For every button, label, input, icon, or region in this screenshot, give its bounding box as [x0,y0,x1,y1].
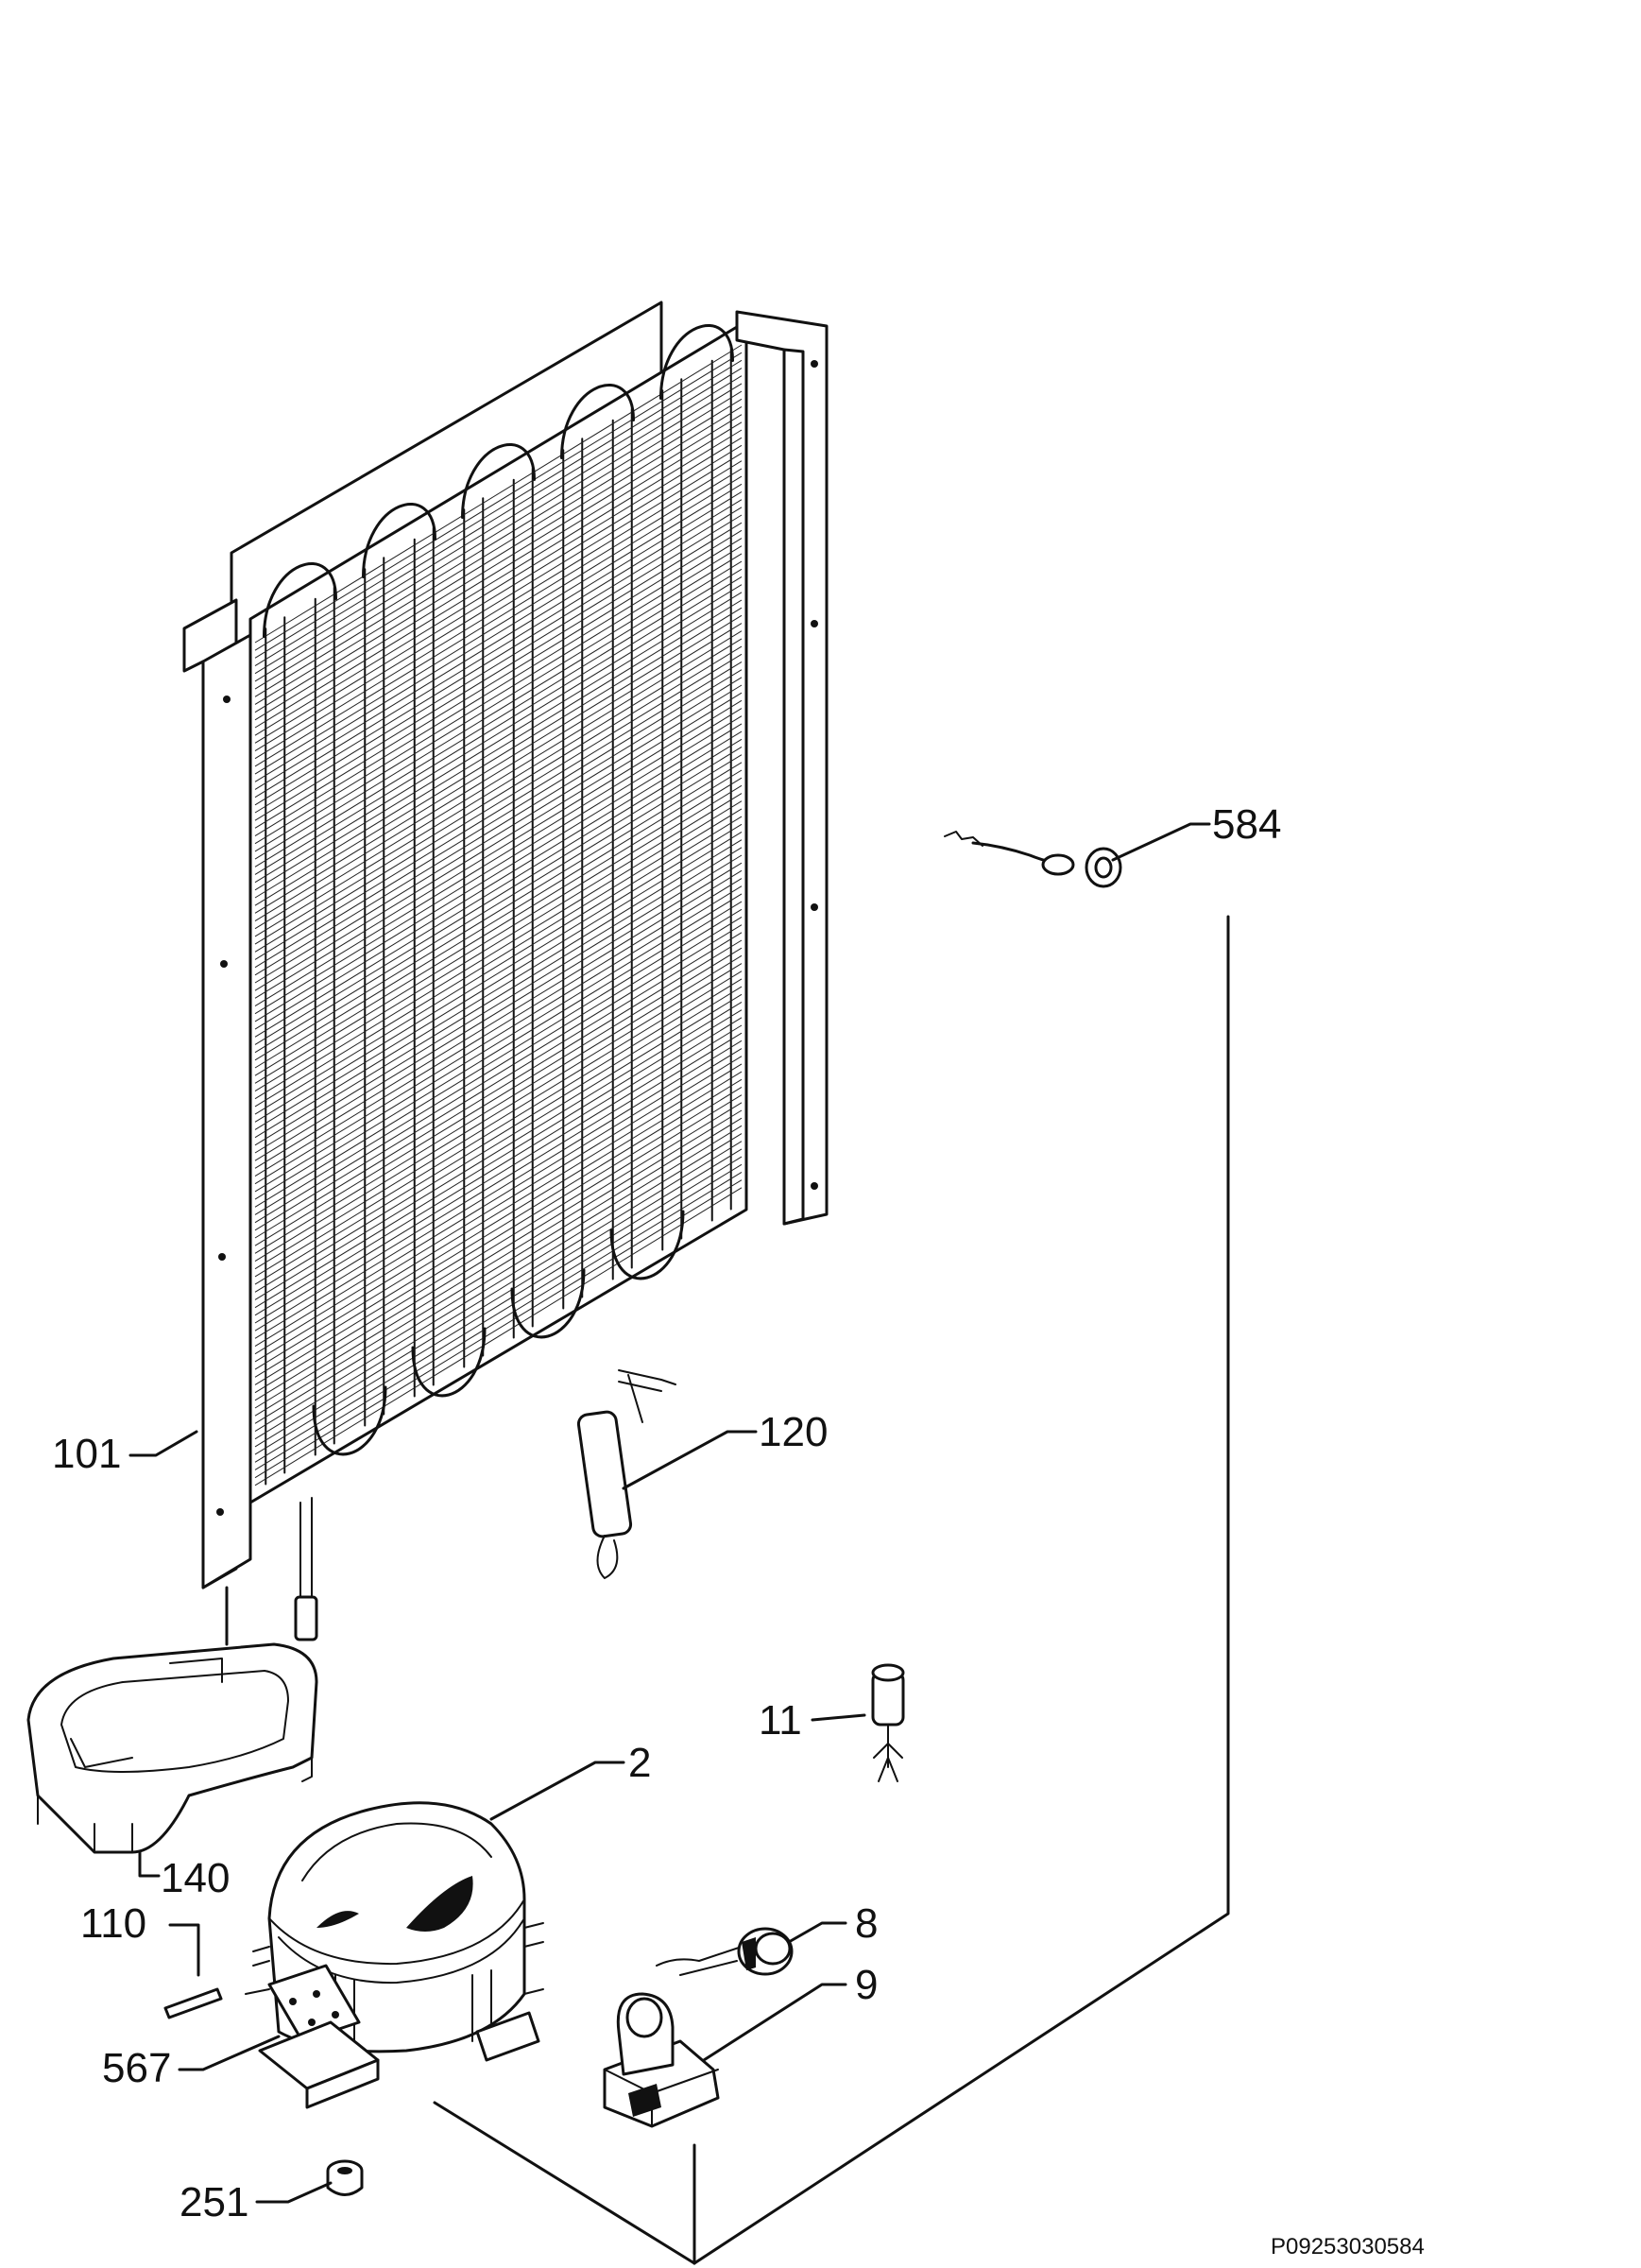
callout-11: 11 [759,1697,866,1744]
callout-140: 140 [138,1850,230,1901]
callout-8: 8 [787,1900,878,1947]
part-9-starter [603,1992,720,2128]
callout-label-120: 120 [759,1409,828,1455]
drawing-code: P09253030584 [1271,2234,1425,2259]
callout-120: 120 [622,1409,828,1490]
callout-251: 251 [179,2179,333,2225]
part-251-grommet [326,2159,364,2196]
part-110-pin [163,1987,223,2019]
assembly-frame-lines [433,915,1230,2265]
callout-9: 9 [702,1962,878,2062]
callout-label-584: 584 [1212,801,1281,848]
part-120-drier [576,1369,676,1579]
callout-label-11: 11 [759,1697,802,1744]
part-2-compressor [245,1801,544,2109]
callout-label-251: 251 [179,2179,248,2225]
part-8-protector [656,1927,794,1976]
condenser-101 [182,301,829,1641]
callout-label-101: 101 [52,1431,121,1477]
part-584-sensor [944,831,1122,888]
callout-101: 101 [52,1430,198,1477]
callout-584: 584 [1111,801,1281,862]
callout-110: 110 [80,1900,200,1977]
callout-label-9: 9 [855,1962,878,2008]
callout-2: 2 [489,1740,651,1821]
callout-567: 567 [102,2035,281,2091]
callout-label-567: 567 [102,2045,171,2091]
callout-label-8: 8 [855,1900,878,1947]
part-11-relay [871,1663,905,1782]
callout-label-140: 140 [161,1855,230,1901]
callout-label-110: 110 [80,1900,146,1947]
part-140-drip-tray [26,1642,318,1854]
callout-label-2: 2 [628,1740,651,1786]
